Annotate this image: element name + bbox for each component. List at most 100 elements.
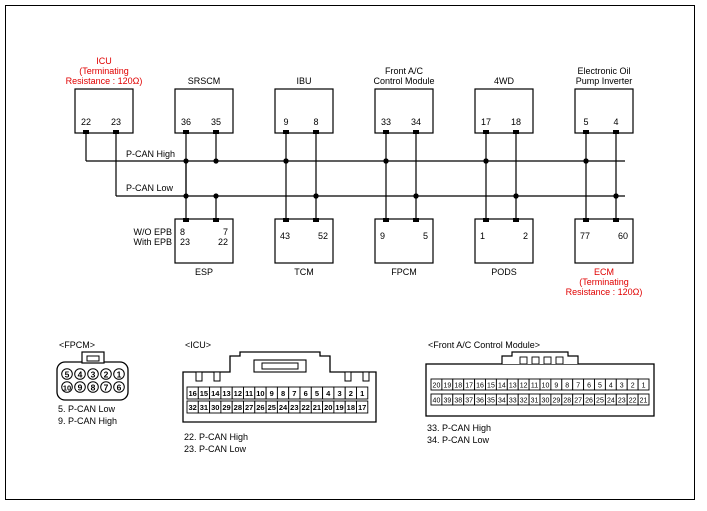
module-title: Pump Inverter <box>576 76 633 86</box>
cavity-number: 9 <box>270 389 274 398</box>
connector-hood <box>501 351 579 364</box>
cavity-number: 25 <box>268 403 276 412</box>
connector-notch <box>362 371 370 382</box>
module-box <box>74 88 134 134</box>
cavity-number: 8 <box>281 389 285 398</box>
cavity-number: 19 <box>443 383 451 390</box>
pin-number: 52 <box>318 231 328 241</box>
module-title: Control Module <box>373 76 434 86</box>
cavity-number: 29 <box>222 403 230 412</box>
module-title: (Terminating <box>79 66 129 76</box>
splice-dot <box>583 158 589 164</box>
cavity-number: 27 <box>574 398 582 405</box>
connector-latch-slot <box>531 356 540 365</box>
splice-dot <box>513 193 519 199</box>
bus-label-low: P-CAN Low <box>126 183 174 193</box>
pin-note: 5. P-CAN Low <box>58 404 116 414</box>
module-label: PODS <box>491 267 517 277</box>
pin-number: 5 <box>583 117 588 127</box>
cavity <box>87 381 99 393</box>
pin-terminal <box>483 130 489 134</box>
pin-terminal <box>113 130 119 134</box>
cavity-number: 33 <box>509 398 517 405</box>
pin-terminal <box>183 130 189 134</box>
module-title: Resistance : 120Ω) <box>66 76 143 86</box>
pin-note: 33. P-CAN High <box>427 423 491 433</box>
cavity-number: 3 <box>337 389 341 398</box>
pin-terminal <box>383 218 389 222</box>
cavity-number: 39 <box>443 398 451 405</box>
cavity-number: 23 <box>290 403 298 412</box>
cavity-number: 28 <box>234 403 242 412</box>
module-title: Front A/C <box>385 66 424 76</box>
pin-number: 8 <box>180 227 185 237</box>
pin-terminal <box>513 130 519 134</box>
cavity-number: 1 <box>117 369 122 379</box>
cavity-number: 24 <box>607 398 615 405</box>
splice-dot <box>613 193 619 199</box>
module-box <box>374 88 434 134</box>
splice-dot <box>213 193 219 199</box>
cavity-number: 36 <box>476 398 484 405</box>
pin-note: 34. P-CAN Low <box>427 435 490 445</box>
cavity-number: 32 <box>188 403 196 412</box>
cavity-number: 32 <box>520 398 528 405</box>
cavity-number: 19 <box>335 403 343 412</box>
cavity-number: 4 <box>78 369 83 379</box>
cavity-number: 14 <box>498 383 506 390</box>
cavity-number: 29 <box>552 398 560 405</box>
cavity-number: 20 <box>324 403 332 412</box>
cavity-number: 8 <box>91 382 96 392</box>
cavity-number: 22 <box>301 403 309 412</box>
pin-number: 17 <box>481 117 491 127</box>
connector-title: <ICU> <box>185 340 211 350</box>
cavity-number: 2 <box>631 383 635 390</box>
cavity-number: 12 <box>234 389 242 398</box>
cavity-number: 16 <box>188 389 196 398</box>
cavity-number: 18 <box>347 403 355 412</box>
cavity-number: 7 <box>292 389 296 398</box>
connector-latch-slot <box>261 362 299 370</box>
module-title: 4WD <box>494 76 515 86</box>
cavity-number: 38 <box>454 398 462 405</box>
cavity-number: 10 <box>542 383 550 390</box>
cavity-number: 16 <box>476 383 484 390</box>
cavity-number: 2 <box>349 389 353 398</box>
cavity-number: 4 <box>326 389 331 398</box>
cavity-number: 15 <box>487 383 495 390</box>
diagram-frame <box>5 5 695 500</box>
cavity-number: 5 <box>315 389 319 398</box>
module-label: ECM <box>594 267 614 277</box>
connector-notch <box>213 371 221 382</box>
module-label: FPCM <box>391 267 417 277</box>
connector-latch-slot <box>519 356 528 365</box>
pin-number: 9 <box>380 231 385 241</box>
cavity-number: 11 <box>245 389 253 398</box>
pin-terminal <box>213 130 219 134</box>
cavity <box>637 378 650 391</box>
pin-terminal <box>313 130 319 134</box>
cavity <box>356 386 369 400</box>
cavity-number: 5 <box>65 369 70 379</box>
cavity <box>100 368 112 380</box>
module-title: Electronic Oil <box>577 66 630 76</box>
connector-latch-slot <box>86 355 100 362</box>
splice-dot <box>483 158 489 164</box>
pin-number: 33 <box>381 117 391 127</box>
bus-label-high: P-CAN High <box>126 149 175 159</box>
module-title: IBU <box>296 76 311 86</box>
module-box <box>574 218 634 264</box>
cavity-number: 26 <box>256 403 264 412</box>
module-box <box>274 218 334 264</box>
cavity-number: 6 <box>587 383 591 390</box>
pin-terminal <box>583 218 589 222</box>
connector-title: <Front A/C Control Module> <box>428 340 540 350</box>
